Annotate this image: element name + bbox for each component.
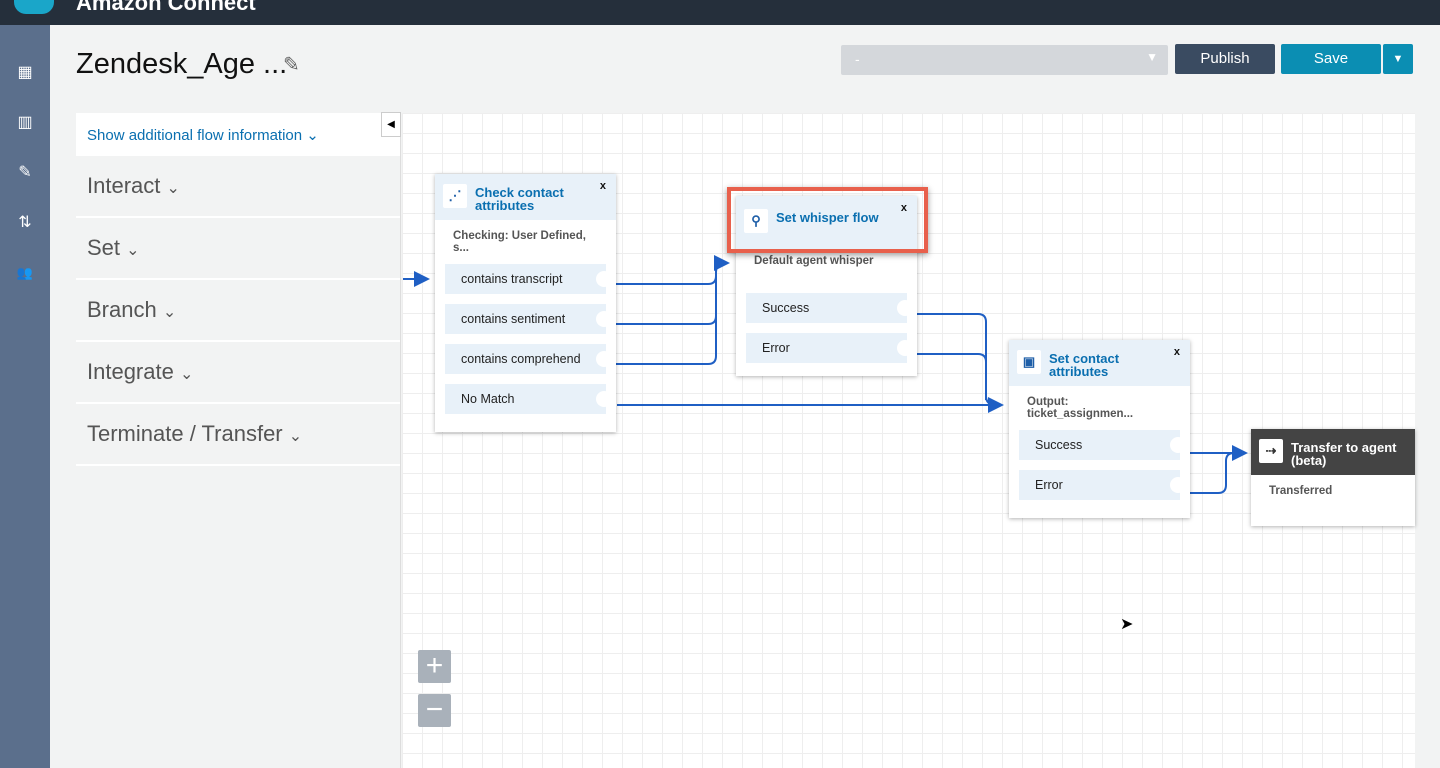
routing-icon[interactable]: ✎ — [18, 164, 32, 181]
node-set-contact-attributes[interactable]: ▣ Set contact attributes x Output: ticket_… — [1009, 340, 1190, 518]
branch-contains-sentiment[interactable]: contains sentiment — [445, 304, 612, 334]
zoom-out-button[interactable]: − — [418, 694, 451, 727]
node-description: Default agent whisper — [754, 255, 874, 267]
branch-contains-comprehend[interactable]: contains comprehend — [445, 344, 612, 374]
top-bar: Amazon Connect — [0, 0, 1440, 25]
chevron-down-icon: ⌄ — [162, 304, 177, 321]
node-transfer-to-agent[interactable]: ⇢ Transfer to agent (beta) Transferred — [1251, 429, 1415, 526]
category-label: Interact — [87, 173, 161, 198]
category-interact[interactable]: Interact ⌄ — [76, 156, 400, 218]
branch-label: No Match — [461, 392, 515, 406]
branch-label: Success — [1035, 438, 1083, 452]
category-label: Terminate / Transfer — [87, 421, 283, 446]
save-button[interactable]: Save — [1281, 44, 1381, 74]
branch-handle[interactable] — [897, 340, 913, 356]
show-additional-info-toggle[interactable]: Show additional flow information ⌄ — [76, 113, 400, 156]
check-attributes-icon: ⋰ — [443, 184, 467, 208]
amazon-connect-logo — [14, 0, 54, 14]
highlight-box — [727, 187, 928, 253]
category-integrate[interactable]: Integrate ⌄ — [76, 342, 400, 404]
users-icon[interactable]: 👥 — [16, 265, 34, 280]
set-attributes-icon: ▣ — [1017, 350, 1041, 374]
branch-handle[interactable] — [1170, 437, 1186, 453]
collapse-panel-button[interactable]: ◀ — [381, 112, 401, 137]
category-label: Integrate — [87, 359, 174, 384]
show-info-label: Show additional flow information — [87, 127, 303, 144]
chevron-down-icon: ▼ — [1146, 50, 1158, 64]
node-description: Transferred — [1269, 485, 1333, 497]
node-title: Check contact attributes — [475, 185, 564, 213]
branch-success[interactable]: Success — [746, 293, 913, 323]
page-title: Zendesk_Age ... — [76, 48, 288, 80]
close-icon[interactable]: x — [900, 202, 907, 214]
branch-no-match[interactable]: No Match — [445, 384, 612, 414]
branch-handle[interactable] — [596, 311, 612, 327]
branch-label: contains comprehend — [461, 352, 581, 366]
close-icon[interactable]: x — [1173, 346, 1180, 358]
node-title: Transfer to agent (beta) — [1291, 440, 1397, 468]
blocks-panel: Show additional flow information ⌄ Inter… — [76, 113, 401, 768]
branch-success[interactable]: Success — [1019, 430, 1186, 460]
category-set[interactable]: Set ⌄ — [76, 218, 400, 280]
channels-icon[interactable]: ⇅ — [18, 214, 32, 231]
node-description: Checking: User Defined, s... — [453, 230, 586, 254]
branch-handle[interactable] — [596, 391, 612, 407]
branch-label: Error — [762, 341, 790, 355]
branch-handle[interactable] — [596, 271, 612, 287]
branch-label: Success — [762, 301, 810, 315]
app-title: Amazon Connect — [76, 0, 256, 15]
publish-button[interactable]: Publish — [1175, 44, 1275, 74]
metrics-icon[interactable]: ▥ — [17, 114, 33, 131]
chevron-down-icon: ⌄ — [179, 366, 194, 383]
chevron-down-icon: ⌄ — [166, 180, 180, 197]
edit-pencil-icon[interactable]: ✎ — [283, 54, 300, 76]
node-check-contact-attributes[interactable]: ⋰ Check contact attributes x Checking: Use… — [435, 174, 616, 432]
transfer-agent-icon: ⇢ — [1259, 439, 1283, 463]
save-options-dropdown[interactable]: ▼ — [1383, 44, 1413, 74]
close-icon[interactable]: x — [599, 180, 606, 192]
chevron-down-icon: ⌄ — [306, 127, 319, 144]
category-label: Branch — [87, 297, 157, 322]
branch-label: contains transcript — [461, 272, 563, 286]
branch-label: Error — [1035, 478, 1063, 492]
branch-handle[interactable] — [897, 300, 913, 316]
category-branch[interactable]: Branch ⌄ — [76, 280, 400, 342]
node-title: Set contact attributes — [1049, 351, 1120, 379]
branch-handle[interactable] — [1170, 477, 1186, 493]
mouse-cursor: ➤ — [1120, 616, 1134, 633]
version-select-value: - — [855, 51, 860, 67]
branch-label: contains sentiment — [461, 312, 566, 326]
branch-contains-transcript[interactable]: contains transcript — [445, 264, 612, 294]
node-title: Set whisper flow — [776, 210, 879, 225]
version-select[interactable]: -▼ — [841, 45, 1168, 75]
branch-handle[interactable] — [596, 351, 612, 367]
category-label: Set — [87, 235, 121, 260]
dashboard-icon[interactable]: ▦ — [17, 64, 33, 81]
node-set-whisper-flow[interactable]: ⚲ Set whisper flow x Default agent whisper… — [736, 196, 917, 376]
category-terminate-transfer[interactable]: Terminate / Transfer ⌄ — [76, 404, 400, 466]
chevron-down-icon: ⌄ — [126, 242, 140, 259]
branch-error[interactable]: Error — [1019, 470, 1186, 500]
zoom-in-button[interactable]: + — [418, 650, 451, 683]
whisper-icon: ⚲ — [744, 209, 768, 233]
chevron-down-icon: ⌄ — [288, 428, 303, 445]
branch-error[interactable]: Error — [746, 333, 913, 363]
node-description: Output: ticket_assignmen... — [1027, 396, 1134, 420]
left-nav: ▦ ▥ ✎ ⇅ 👥 — [0, 25, 50, 768]
